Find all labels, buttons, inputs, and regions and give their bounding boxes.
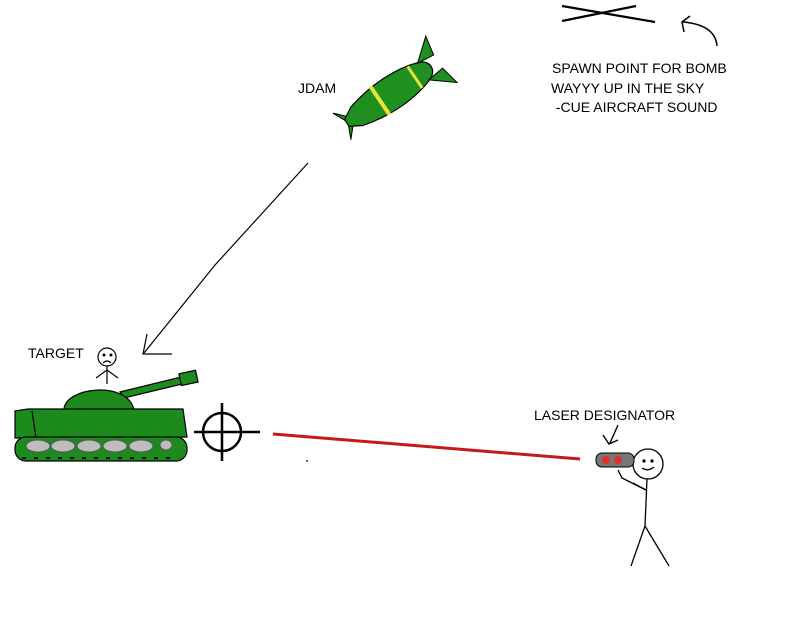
target-label: TARGET — [28, 345, 84, 361]
stray-dot — [306, 460, 308, 462]
spawn-note-line-3: -CUE AIRCRAFT SOUND — [552, 99, 717, 115]
spawn-note-line-1: SPAWN POINT FOR BOMB — [552, 60, 727, 76]
jdam-bomb — [332, 34, 459, 140]
laser-designator-device — [595, 452, 635, 468]
target-stick-figure — [95, 347, 119, 384]
bomb-trajectory-arrow — [142, 162, 309, 355]
x-mark-icon — [561, 4, 656, 24]
target-tank — [14, 369, 199, 462]
operator-stick-figure — [617, 448, 670, 567]
crosshair-icon — [194, 403, 260, 461]
curved-arrow-icon — [681, 15, 718, 47]
jdam-label: JDAM — [298, 80, 336, 96]
down-arrow-icon — [602, 424, 619, 445]
laser-beam — [272, 432, 581, 461]
spawn-note-line-2: WAYYY UP IN THE SKY — [551, 80, 705, 96]
laser-designator-label: LASER DESIGNATOR — [534, 407, 675, 423]
